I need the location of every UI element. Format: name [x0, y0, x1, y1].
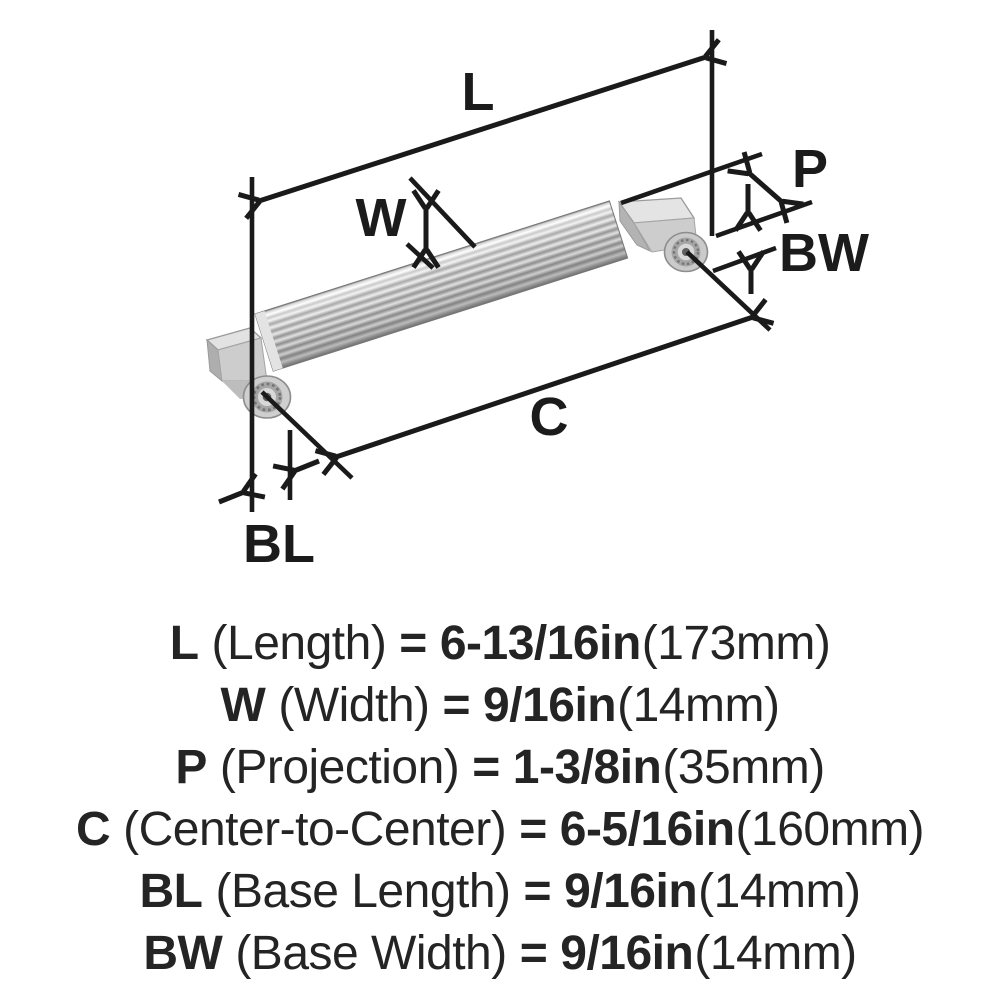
dim-arrow-BL-right: [218, 492, 244, 505]
spec-name: (Length): [211, 616, 387, 670]
spec-label: W: [220, 678, 266, 732]
spec-row-base-length: BL (Base Length) = 9/16in (14mm): [0, 860, 1000, 922]
ext-w-upper-tick: [408, 176, 477, 249]
spec-name: (Width): [278, 678, 430, 732]
spec-equals: =: [442, 678, 471, 732]
label-BL: BL: [243, 514, 315, 574]
spec-row-base-width: BW (Base Width) = 9/16in (14mm): [0, 922, 1000, 984]
spec-value: 6-13/16in: [439, 616, 641, 670]
spec-label: P: [175, 740, 207, 794]
spec-value: 9/16in: [564, 864, 698, 918]
spec-name: (Base Length): [215, 864, 512, 918]
spec-row-projection: P (Projection) = 1-3/8in (35mm): [0, 736, 1000, 798]
dimension-labels: L W P C BL BW: [243, 62, 869, 574]
spec-label: C: [75, 802, 111, 856]
label-W: W: [356, 188, 407, 248]
right-knurl-ring: [672, 238, 700, 266]
spec-name: (Projection): [219, 740, 460, 794]
spec-label: BW: [143, 926, 223, 980]
spec-label: L: [169, 616, 199, 670]
spec-row-length: L (Length) = 6-13/16in (173mm): [0, 612, 1000, 674]
spec-metric: (35mm): [662, 740, 825, 794]
label-BW: BW: [779, 223, 869, 283]
spec-name: (Base Width): [235, 926, 507, 980]
spec-row-width: W (Width) = 9/16in (14mm): [0, 674, 1000, 736]
spec-metric: (14mm): [698, 864, 861, 918]
spec-metric: (14mm): [617, 678, 780, 732]
spec-equals: =: [519, 802, 547, 856]
dim-line-L: [259, 57, 706, 201]
dim-arrow-P-diagonal: [749, 173, 782, 202]
ext-p-upper: [620, 151, 763, 206]
ext-bw: [712, 245, 777, 274]
spec-value: 1-3/8in: [512, 740, 662, 794]
spec-row-center-to-center: C (Center-to-Center) = 6-5/16in (160mm): [0, 798, 1000, 860]
spec-value: 9/16in: [483, 678, 617, 732]
spec-value: 6-5/16in: [559, 802, 735, 856]
spec-equals: =: [472, 740, 500, 794]
diagram-canvas: L W P C BL BW: [205, 30, 869, 574]
dimension-lines: [218, 57, 782, 505]
spec-list: L (Length) = 6-13/16in (173mm) W (Width)…: [0, 612, 1000, 984]
spec-metric: (173mm): [641, 616, 831, 670]
label-C: C: [530, 387, 569, 447]
handle-bar: [254, 200, 629, 372]
label-L: L: [462, 62, 495, 122]
spec-equals: =: [399, 616, 427, 670]
spec-metric: (160mm): [735, 802, 925, 856]
spec-label: BL: [139, 864, 203, 918]
spec-equals: =: [519, 926, 548, 980]
spec-equals: =: [523, 864, 552, 918]
dim-line-C: [336, 317, 753, 457]
dim-arrow-BL-left: [294, 458, 320, 471]
spec-name: (Center-to-Center): [123, 802, 507, 856]
spec-value: 9/16in: [560, 926, 694, 980]
spec-metric: (14mm): [694, 926, 857, 980]
label-P: P: [792, 139, 828, 199]
